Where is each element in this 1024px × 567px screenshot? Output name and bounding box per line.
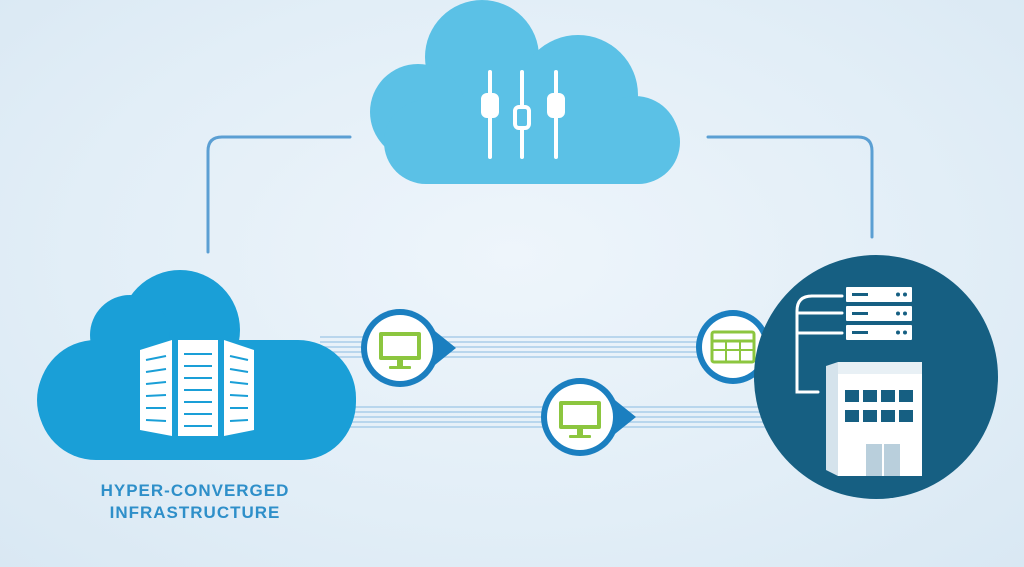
- right-connector-line: [706, 135, 874, 239]
- spreadsheet-icon: [710, 330, 756, 364]
- workload-marker-monitor-lower: [541, 378, 636, 456]
- label-line-1: HYPER-CONVERGED: [100, 481, 290, 500]
- office-building-icon: [826, 362, 922, 476]
- datacenter-circle: [754, 255, 998, 499]
- workload-marker-spreadsheet: [696, 310, 770, 384]
- monitor-icon: [379, 332, 421, 369]
- workload-marker-monitor-upper: [361, 309, 456, 387]
- hyper-converged-label: HYPER-CONVERGED INFRASTRUCTURE: [40, 480, 350, 524]
- label-line-2: INFRASTRUCTURE: [109, 503, 281, 522]
- hyper-converged-cloud: [37, 270, 356, 460]
- server-units-icon: [846, 287, 912, 340]
- sliders-icon: [481, 70, 565, 159]
- cloud-connector-lines: [206, 135, 874, 254]
- branch-connector: [795, 294, 844, 394]
- monitor-icon: [559, 401, 601, 438]
- left-connector-line: [206, 135, 352, 254]
- management-cloud: [370, 0, 680, 184]
- server-racks-icon: [140, 340, 254, 436]
